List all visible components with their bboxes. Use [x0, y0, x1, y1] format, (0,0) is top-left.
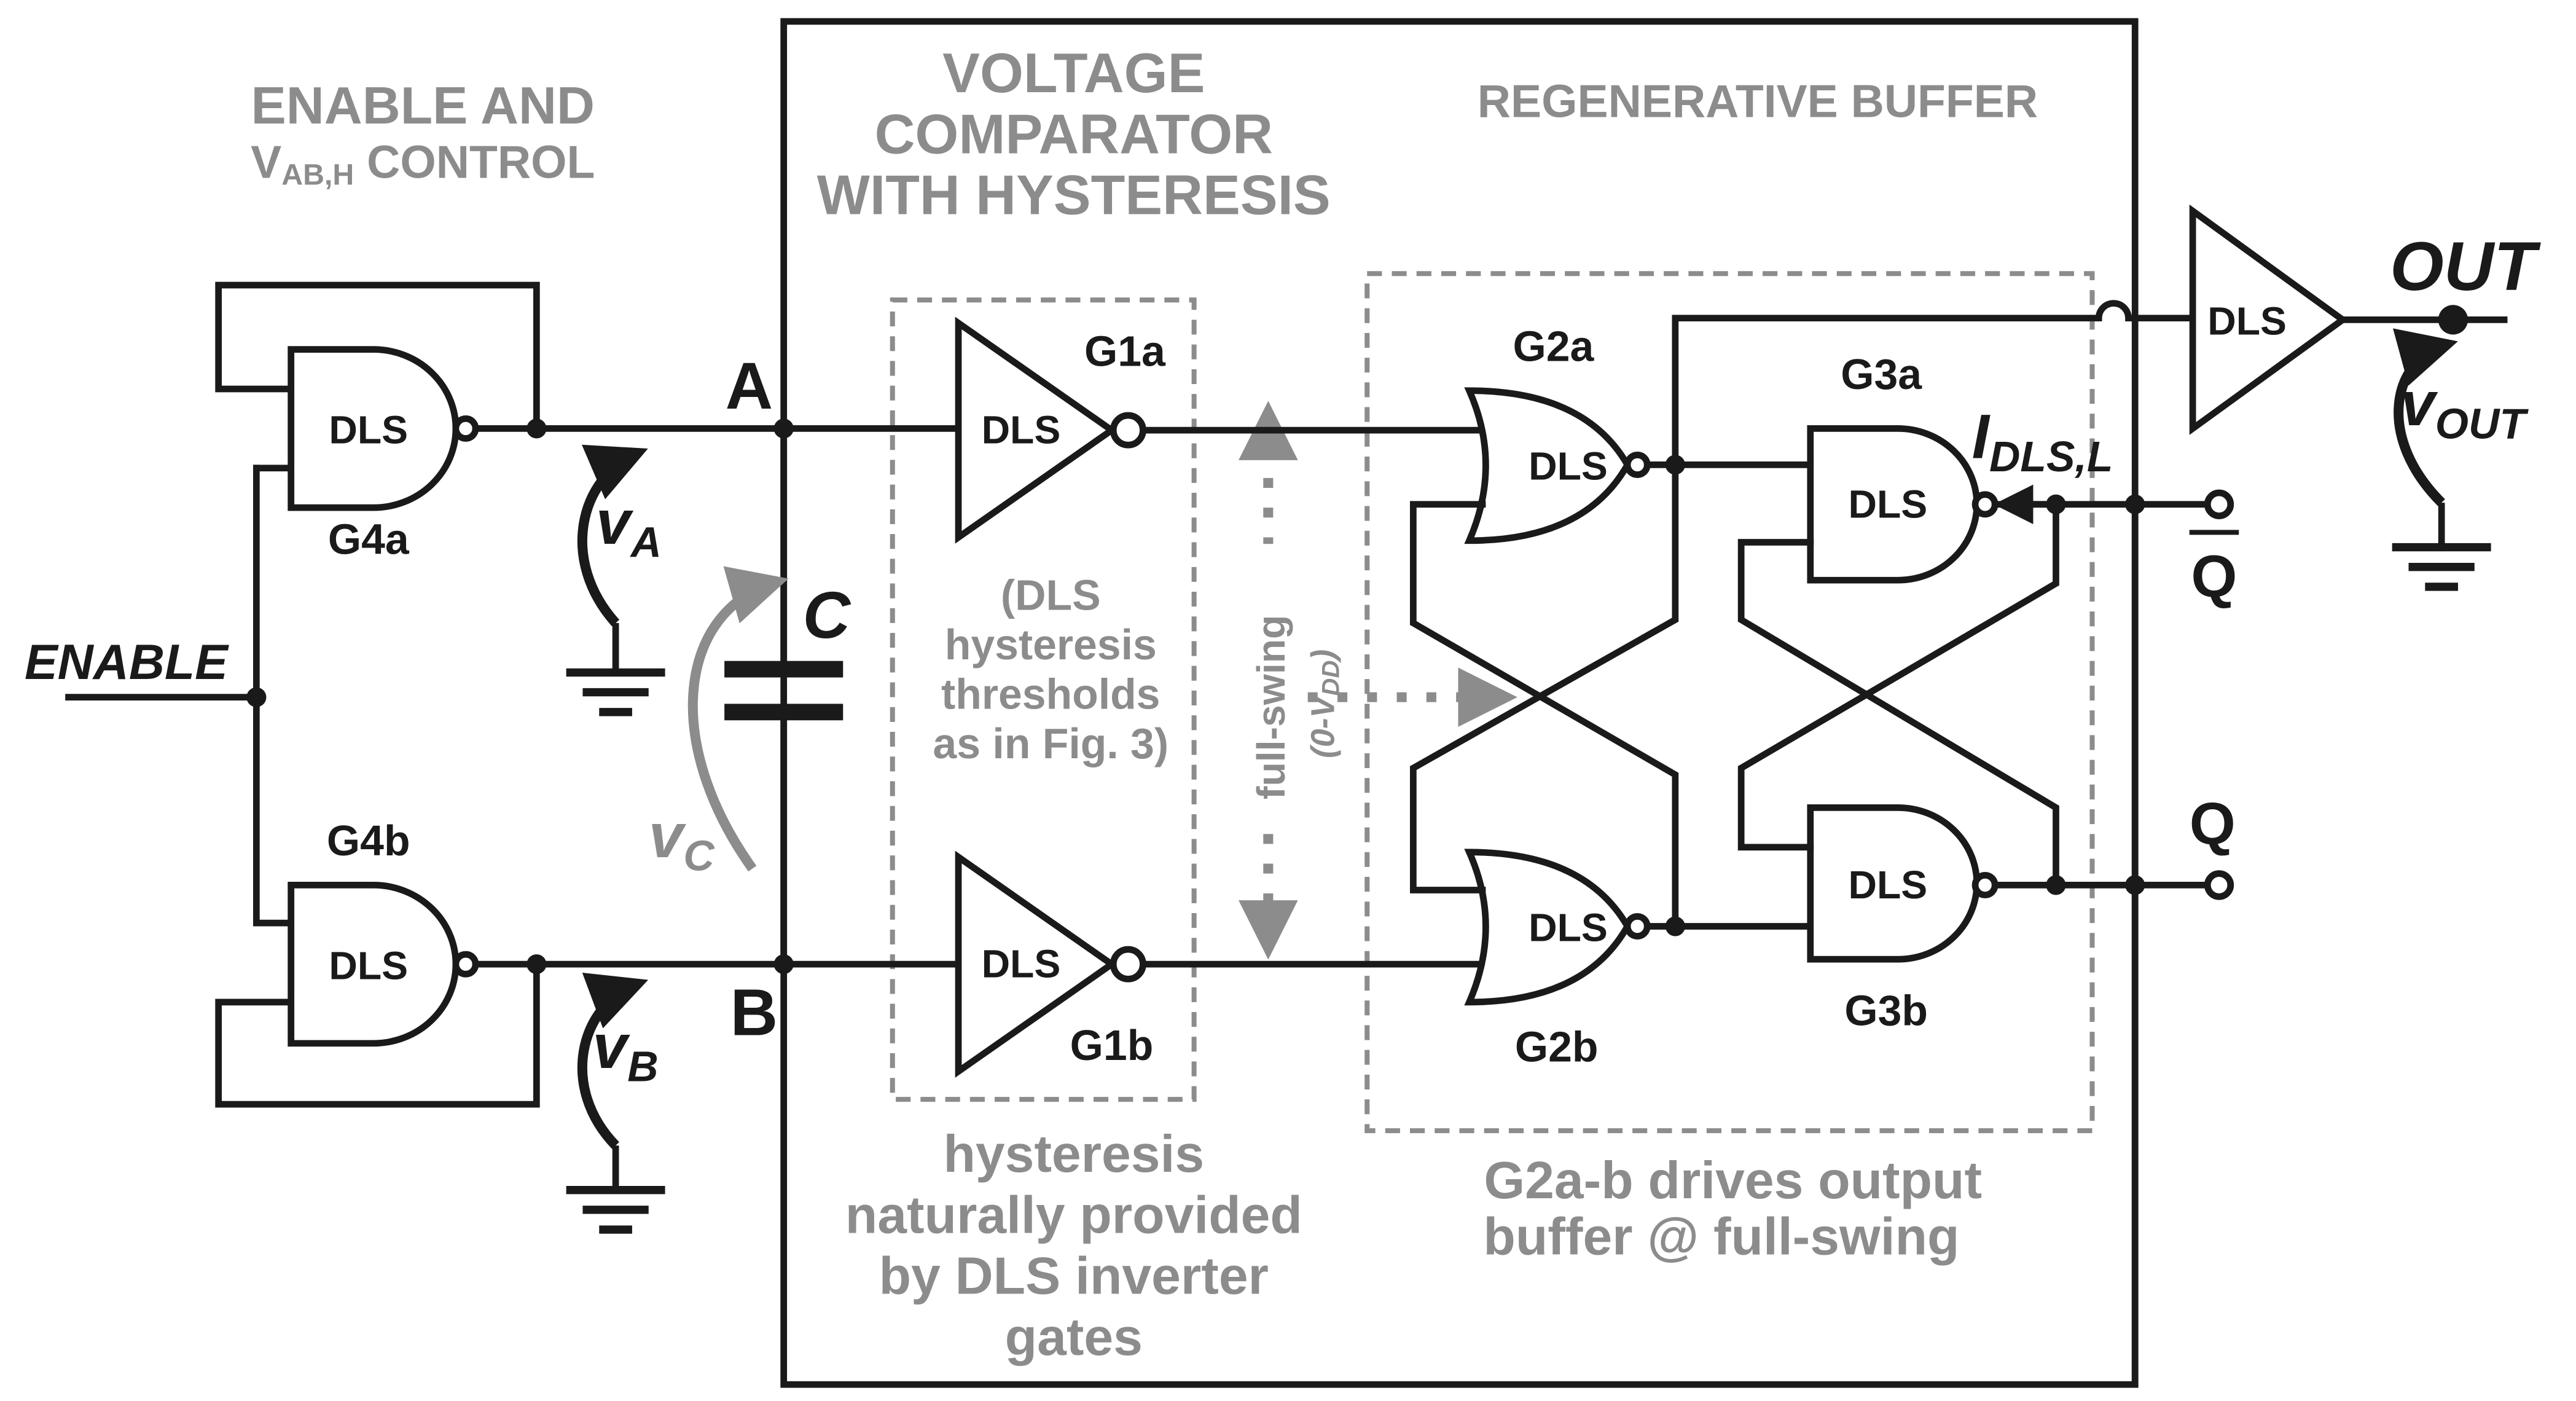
enable-control-title: ENABLE AND — [251, 76, 595, 135]
vout-arrow — [2392, 328, 2458, 506]
inverter-dashed-box — [890, 297, 1197, 1102]
gate-g4b-label: G4b — [327, 817, 410, 865]
regen-buffer-title: REGENERATIVE BUFFER — [1478, 75, 2038, 127]
vc-label: vC — [649, 801, 716, 879]
thresholds-note-1: (DLS — [1001, 571, 1101, 619]
terminal-out[interactable] — [2438, 305, 2468, 335]
gate-g3b-dls: DLS — [1849, 863, 1928, 907]
capacitor-label: C — [803, 578, 851, 652]
va-arrow — [577, 444, 648, 627]
comparator-title-3: WITH HYSTERESIS — [817, 164, 1331, 227]
va-label: vA — [596, 487, 662, 566]
comparator-title-2: COMPARATOR — [875, 103, 1273, 165]
terminal-q[interactable] — [2204, 870, 2234, 900]
full-swing-label: full-swing — [1249, 615, 1293, 799]
gate-g4b-dls: DLS — [329, 943, 408, 987]
out-label: OUT — [2390, 227, 2541, 305]
idls-label: IDLS,L — [1972, 402, 2113, 481]
gate-g1b-dls: DLS — [982, 942, 1061, 986]
gate-g1b-label: G1b — [1070, 1021, 1154, 1069]
vb-arrow — [577, 973, 649, 1149]
ground-icon-out — [2392, 503, 2491, 591]
gate-output-buffer-dls: DLS — [2207, 299, 2287, 343]
hysteresis-note-4: gates — [1005, 1308, 1143, 1367]
hysteresis-note-3: by DLS inverter — [879, 1247, 1269, 1306]
q-bar-label: Q — [2191, 544, 2237, 610]
drives-note-2: buffer @ full-swing — [1483, 1207, 1959, 1266]
gate-g1a — [955, 316, 1118, 544]
enable-control-subtitle: VAB,H CONTROL — [251, 136, 595, 192]
comparator-title-1: VOLTAGE — [942, 42, 1205, 104]
ground-icon-a — [566, 622, 665, 716]
gate-g2a-label: G2a — [1513, 322, 1594, 370]
vc-arrow — [687, 566, 789, 872]
gate-output-buffer — [2189, 204, 2349, 435]
gate-g1a-dls: DLS — [982, 408, 1061, 452]
terminal-q-bar[interactable] — [2204, 489, 2234, 519]
gate-g4a-dls: DLS — [329, 408, 408, 452]
gate-g3a-label: G3a — [1841, 350, 1922, 398]
hysteresis-note-2: naturally provided — [845, 1185, 1302, 1244]
drives-note-1: G2a-b drives output — [1484, 1151, 1982, 1210]
thresholds-note-4: as in Fig. 3) — [933, 720, 1169, 767]
ground-icon-b — [566, 1145, 665, 1234]
node-b-label: B — [730, 976, 778, 1050]
gate-g1a-label: G1a — [1084, 327, 1166, 375]
thresholds-note-3: thresholds — [941, 670, 1160, 718]
gate-g2b-dls: DLS — [1529, 906, 1608, 950]
gate-g2b-label: G2b — [1515, 1022, 1599, 1070]
q-label: Q — [2190, 791, 2236, 857]
thresholds-note-2: hysteresis — [945, 621, 1157, 669]
enable-label: ENABLE — [25, 635, 229, 690]
vout-label: vOUT — [2400, 369, 2529, 447]
vb-label: vB — [593, 1011, 659, 1090]
gate-g1b — [955, 850, 1118, 1078]
gate-g3a-dls: DLS — [1849, 482, 1928, 526]
gate-g3b-label: G3b — [1844, 986, 1928, 1034]
hysteresis-note-1: hysteresis — [943, 1124, 1204, 1183]
gate-g2a-dls: DLS — [1529, 444, 1608, 489]
gate-g2b — [1464, 849, 1632, 1006]
full-swing-range: (0-VDD) — [1305, 649, 1345, 758]
gate-g4a-label: G4a — [328, 515, 410, 563]
node-a-label: A — [726, 349, 773, 423]
gate-g2a — [1464, 387, 1632, 544]
